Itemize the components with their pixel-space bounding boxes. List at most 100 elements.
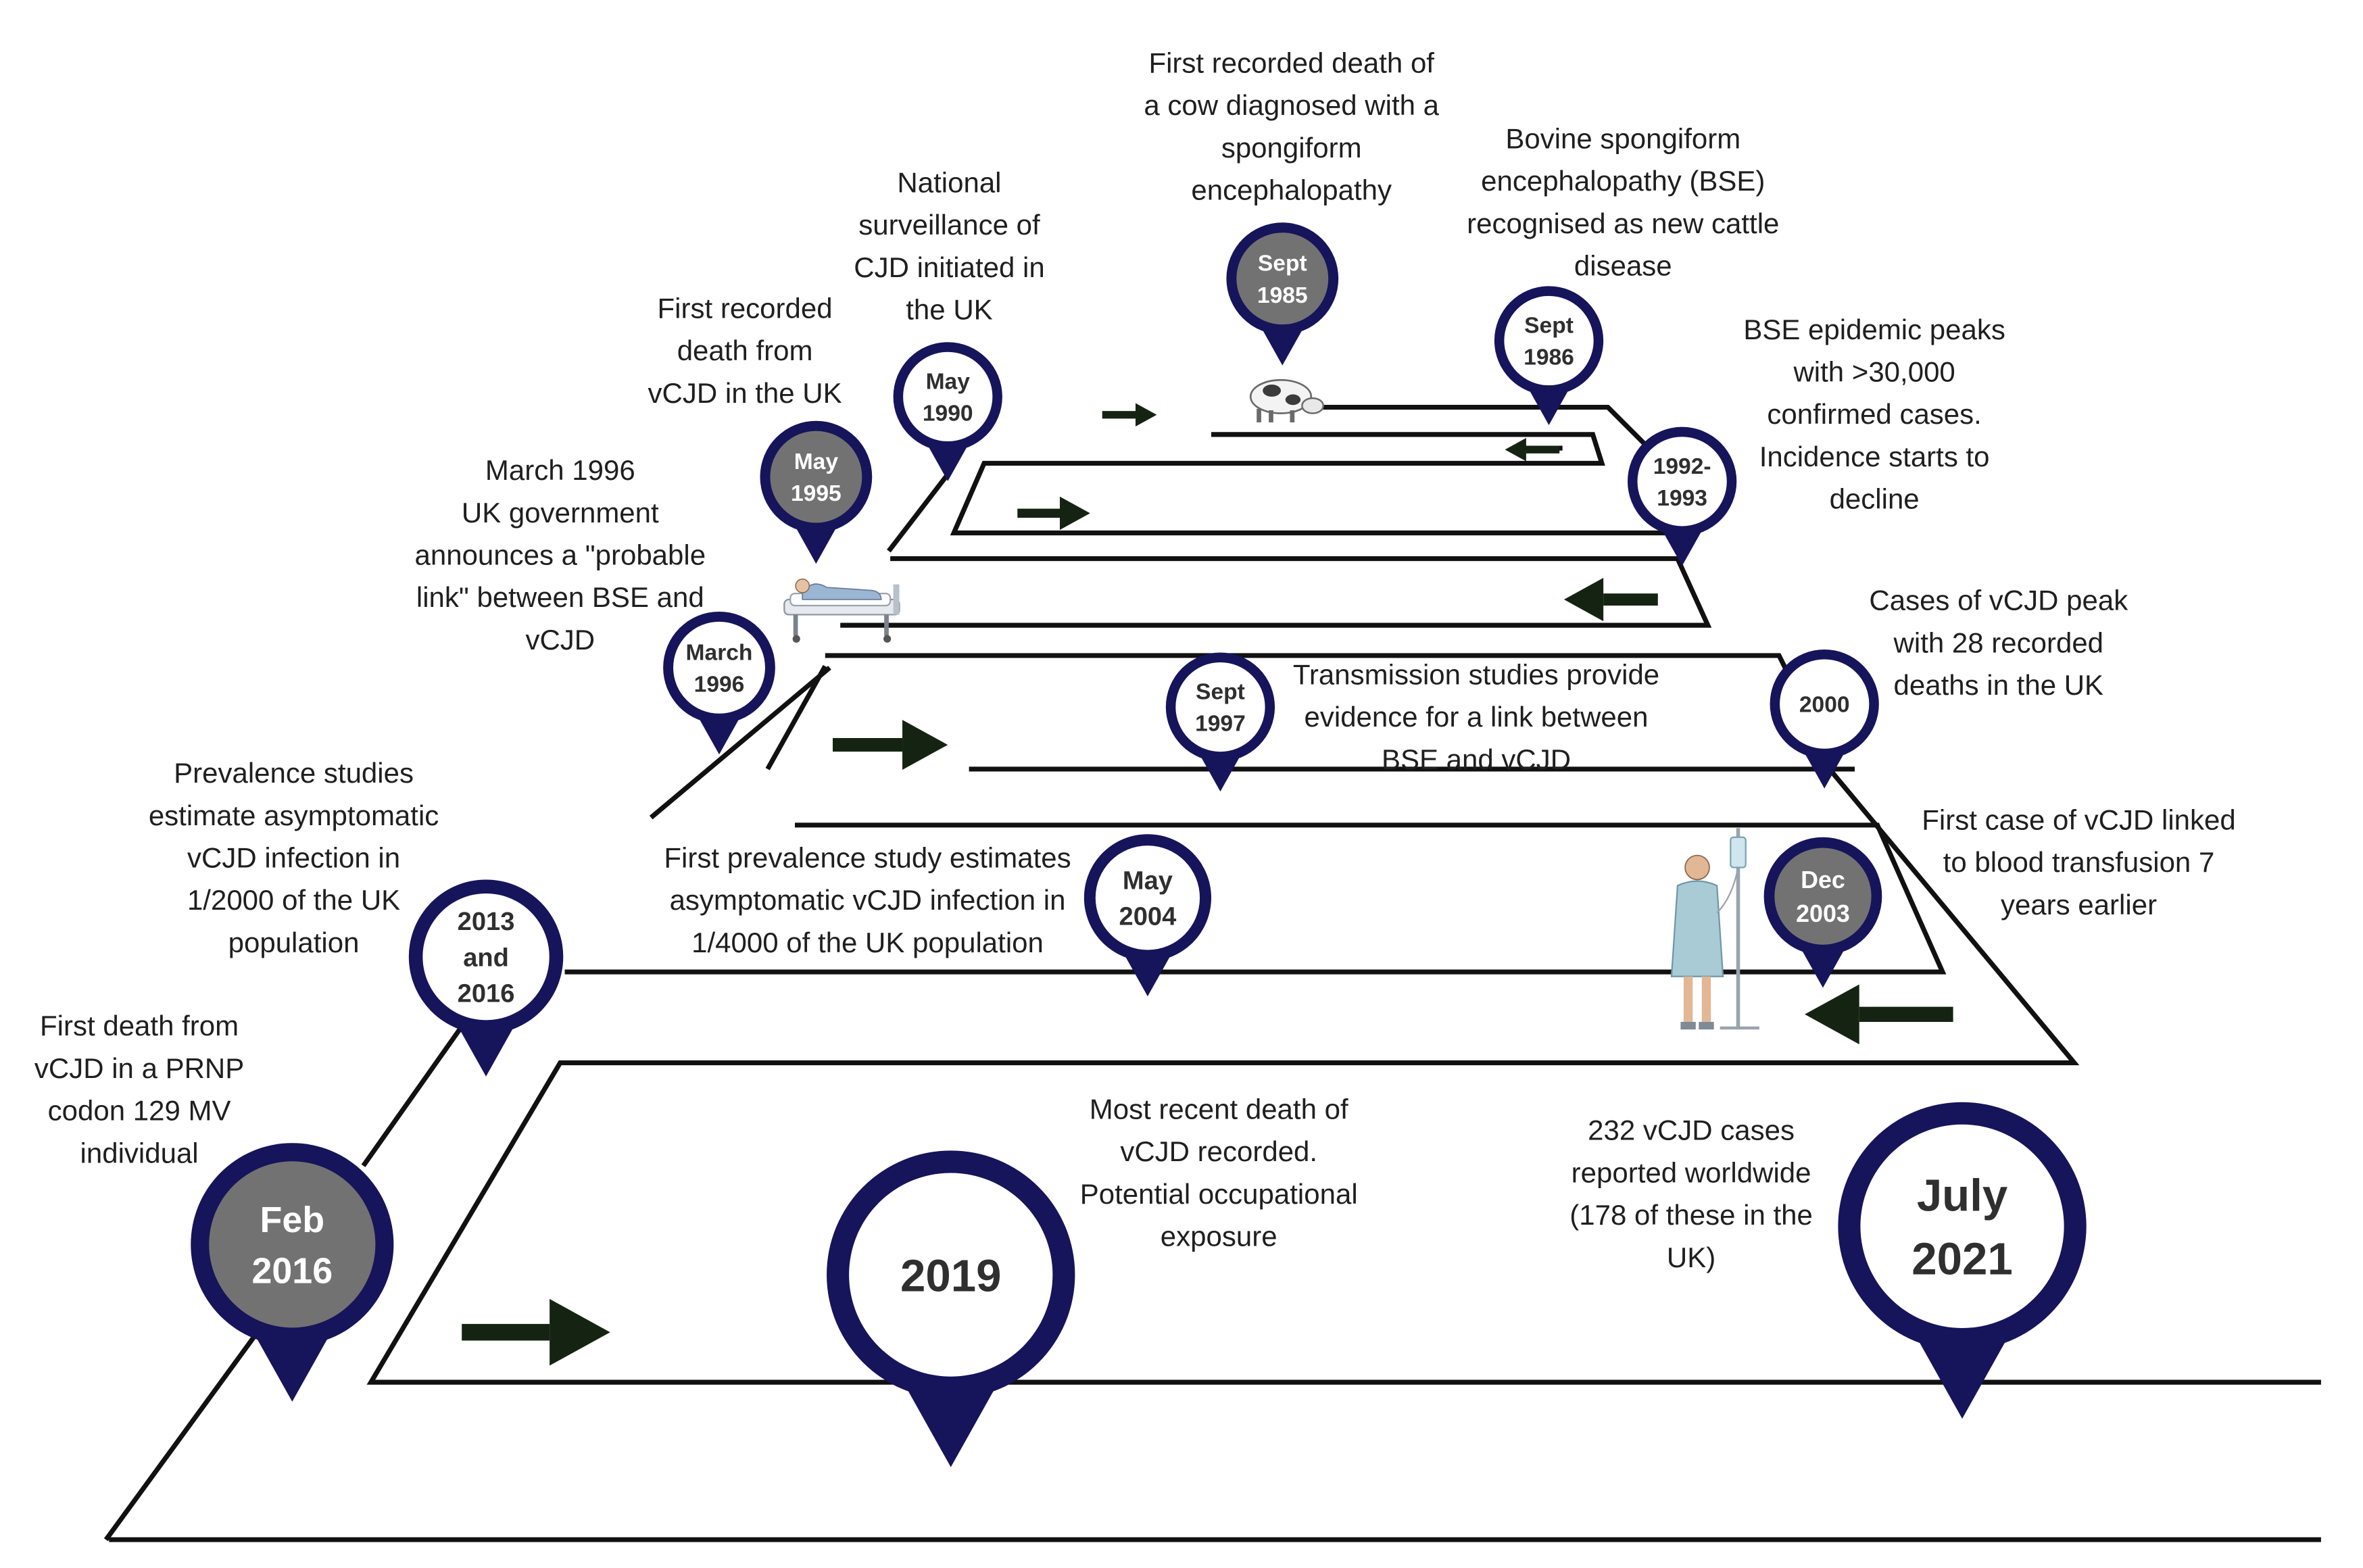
track-segment	[765, 664, 827, 770]
caption-line: (178 of these in the	[1569, 1199, 1813, 1231]
event-captions: First recorded death ofa cow diagnosed w…	[34, 47, 2236, 1273]
pin-face	[1860, 1124, 2064, 1329]
timeline-pin-july-2021: July 2021	[1838, 1102, 2087, 1419]
pin-face	[1236, 232, 1329, 325]
caption-line: with 28 recorded	[1893, 627, 2104, 658]
timeline-track	[103, 404, 2321, 1542]
pin-pointer	[454, 1019, 519, 1077]
pin-date-label: 1985	[1257, 283, 1308, 308]
caption-line: disease	[1574, 250, 1672, 282]
caption-line: First case of vCJD linked	[1922, 804, 2235, 836]
pin-date-label: 1986	[1524, 345, 1574, 370]
caption-line: vCJD	[525, 624, 595, 656]
caption-line: vCJD infection in	[187, 842, 400, 874]
direction-arrow-head	[1805, 984, 1859, 1045]
caption-line: deaths in the UK	[1894, 669, 2104, 701]
pin-pointer	[1526, 384, 1572, 425]
caption-sept-1985: First recorded death ofa cow diagnosed w…	[1144, 47, 1439, 206]
caption-line: recognised as new cattle	[1467, 207, 1779, 239]
caption-line: confirmed cases.	[1767, 398, 1981, 430]
pin-date-label: 2021	[1911, 1234, 2012, 1285]
timeline-pin-dec-2003: Dec 2003	[1763, 837, 1882, 988]
pin-date-label: 2016	[458, 980, 515, 1008]
pin-pointer	[1659, 524, 1705, 566]
caption-line: BSE and vCJD	[1382, 743, 1571, 775]
timeline-pin-2000: 2000	[1770, 649, 1879, 789]
track-segment	[840, 556, 1712, 628]
caption-line: 232 vCJD cases	[1588, 1114, 1795, 1146]
pin-face	[209, 1161, 376, 1328]
pin-date-label: Sept	[1196, 680, 1245, 705]
caption-line: codon 129 MV	[48, 1095, 231, 1127]
caption-line: Cases of vCJD peak	[1869, 585, 2128, 616]
direction-arrow-head	[1505, 438, 1526, 462]
caption-line: announces a "probable	[415, 539, 706, 571]
caption-line: CJD initiated in	[854, 251, 1044, 283]
caption-line: BSE epidemic peaks	[1743, 314, 2005, 345]
caption-line: UK government	[462, 497, 659, 529]
pin-date-label: Sept	[1258, 251, 1307, 276]
pin-date-label: 2004	[1119, 903, 1177, 931]
caption-line: March 1996	[485, 454, 635, 486]
track-segment	[564, 823, 1947, 975]
caption-line: encephalopathy (BSE)	[1481, 165, 1765, 197]
pin-date-label: Feb	[260, 1200, 325, 1240]
pin-pointer	[1197, 750, 1244, 792]
pin-date-label: March	[686, 640, 753, 665]
pin-face	[1175, 662, 1265, 752]
track-segment	[1314, 404, 1655, 455]
pin-pointer	[1259, 323, 1307, 366]
pin-date-label: 1995	[791, 481, 842, 506]
pin-date-label: 1997	[1195, 712, 1246, 737]
pin-face	[673, 621, 765, 714]
track-segment	[649, 666, 831, 820]
direction-arrow-head	[550, 1298, 610, 1366]
timeline-pin-sept-1997: Sept 1997	[1165, 652, 1275, 792]
caption-line: exposure	[1161, 1221, 1277, 1252]
caption-line: individual	[80, 1137, 199, 1169]
pin-date-label: 1992-	[1653, 454, 1711, 479]
caption-line: National	[897, 166, 1001, 198]
pin-date-label: Dec	[1801, 866, 1845, 893]
pin-date-label: 2016	[252, 1250, 333, 1291]
caption-line: vCJD recorded.	[1120, 1135, 1317, 1167]
caption-line: surveillance of	[858, 209, 1040, 241]
pin-date-label: 1990	[923, 401, 973, 426]
caption-line: 1/2000 of the UK	[187, 884, 400, 916]
pin-date-label: May	[1123, 866, 1173, 895]
caption-line: Potential occupational	[1080, 1178, 1358, 1210]
timeline-pin-sept-1985: Sept 1985	[1226, 222, 1339, 366]
pin-date-label: 1993	[1657, 486, 1707, 511]
direction-arrow-head	[1563, 578, 1604, 622]
caption-line: a cow diagnosed with a	[1144, 89, 1439, 121]
caption-line: encephalopathy	[1191, 174, 1392, 206]
pin-date-label: 2019	[900, 1250, 1001, 1301]
caption-line: Prevalence studies	[174, 757, 414, 789]
pin-date-label: 2003	[1796, 900, 1850, 927]
caption-line: decline	[1830, 483, 1920, 515]
pin-pointer	[1798, 943, 1848, 988]
caption-2000: Cases of vCJD peak with 28 recorded deaths…	[1869, 585, 2128, 701]
pin-date-label: July	[1917, 1171, 2007, 1221]
pin-date-label: May	[794, 449, 839, 474]
caption-line: years earlier	[2001, 889, 2157, 921]
track-segment	[887, 470, 952, 553]
pin-face	[1780, 659, 1870, 749]
pin-date-label: 2013	[458, 908, 515, 936]
timeline-pin-feb-2016: Feb 2016	[191, 1143, 394, 1402]
caption-line: death from	[677, 335, 813, 366]
timeline-pin-1992-1993: 1992- 1993	[1628, 426, 1737, 566]
pin-pointer	[696, 712, 743, 755]
caption-line: with >30,000	[1793, 356, 1955, 387]
caption-line: to blood transfusion 7	[1943, 846, 2215, 878]
pin-face	[1637, 437, 1727, 526]
caption-line: link" between BSE and	[416, 581, 704, 613]
pin-date-label: Sept	[1524, 314, 1574, 339]
caption-dec-2003: First case of vCJD linked to blood transf…	[1922, 804, 2235, 921]
pin-face	[1504, 295, 1594, 386]
timeline-pin-2019: 2019	[827, 1150, 1075, 1467]
direction-arrow-head	[1060, 496, 1090, 530]
